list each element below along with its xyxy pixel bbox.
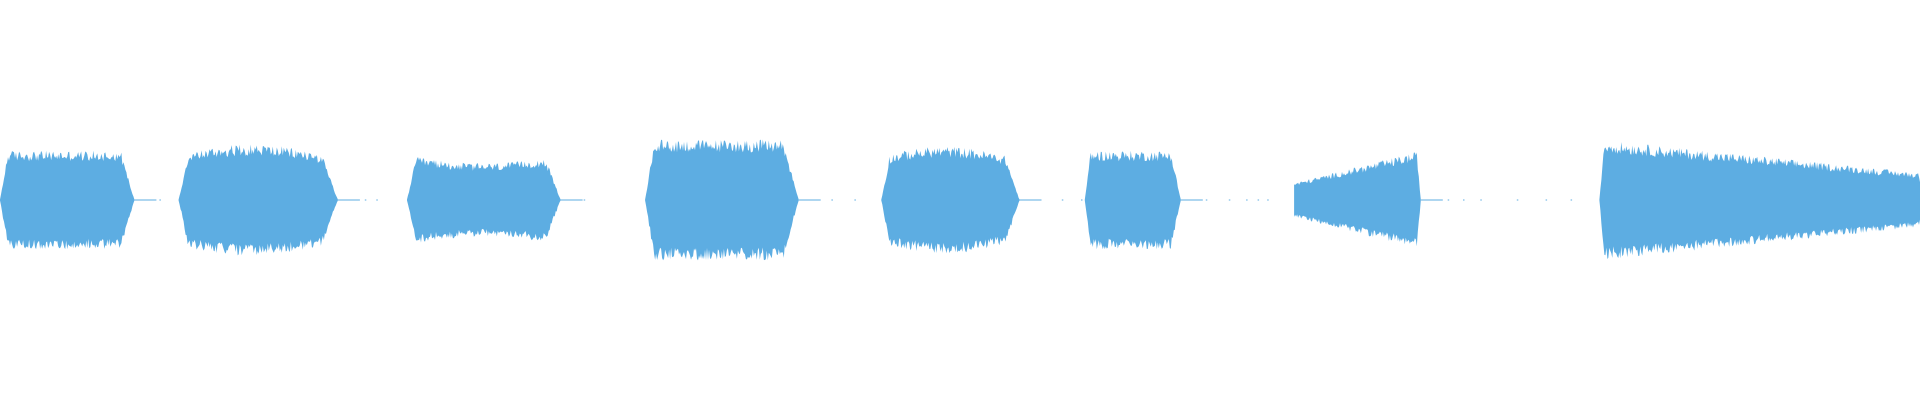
waveform-silence-tick xyxy=(1036,199,1039,201)
waveform-silence-tick xyxy=(816,199,818,201)
waveform-segment-1 xyxy=(0,150,135,250)
waveform-silence-tick xyxy=(1545,199,1548,201)
waveform-silence-tick xyxy=(1205,199,1208,201)
waveform-silence-tick xyxy=(1228,199,1231,201)
waveform-segment-5 xyxy=(881,147,1020,254)
waveform-silence-tick xyxy=(854,199,856,201)
waveform-silence-tick xyxy=(1570,199,1573,201)
waveform-silence-tick xyxy=(159,199,161,201)
waveform-segment-8 xyxy=(1599,142,1920,259)
waveform-segments xyxy=(0,139,1920,261)
waveform-silence-tick xyxy=(1081,199,1083,201)
waveform-silence-tick xyxy=(1447,199,1450,201)
waveform-silence-tick xyxy=(1061,199,1064,201)
waveform-silence-tick xyxy=(1246,199,1248,201)
waveform-segment-2 xyxy=(178,144,338,256)
waveform-silence-tick xyxy=(576,199,578,201)
waveform-silence-tick xyxy=(376,199,378,201)
waveform-silence-tick xyxy=(1516,199,1519,201)
waveform-silence-tick xyxy=(1480,199,1482,201)
waveform-silence-tick xyxy=(364,199,367,201)
waveform-segment-7 xyxy=(1294,152,1421,247)
waveform-silence-tick xyxy=(831,199,833,201)
waveform-silence-tick xyxy=(1430,199,1432,201)
waveform-segment-4 xyxy=(645,139,799,261)
waveform-segment-6 xyxy=(1084,150,1181,250)
waveform-silence-tick xyxy=(1257,199,1260,201)
waveform-silence-tick xyxy=(1463,199,1465,201)
waveform-segment-3 xyxy=(407,157,561,243)
waveform-silence-ticks xyxy=(153,199,1573,201)
waveform-silence-tick xyxy=(1267,199,1269,201)
waveform-silence-tick xyxy=(153,199,156,201)
waveform-silence-tick xyxy=(583,199,586,201)
